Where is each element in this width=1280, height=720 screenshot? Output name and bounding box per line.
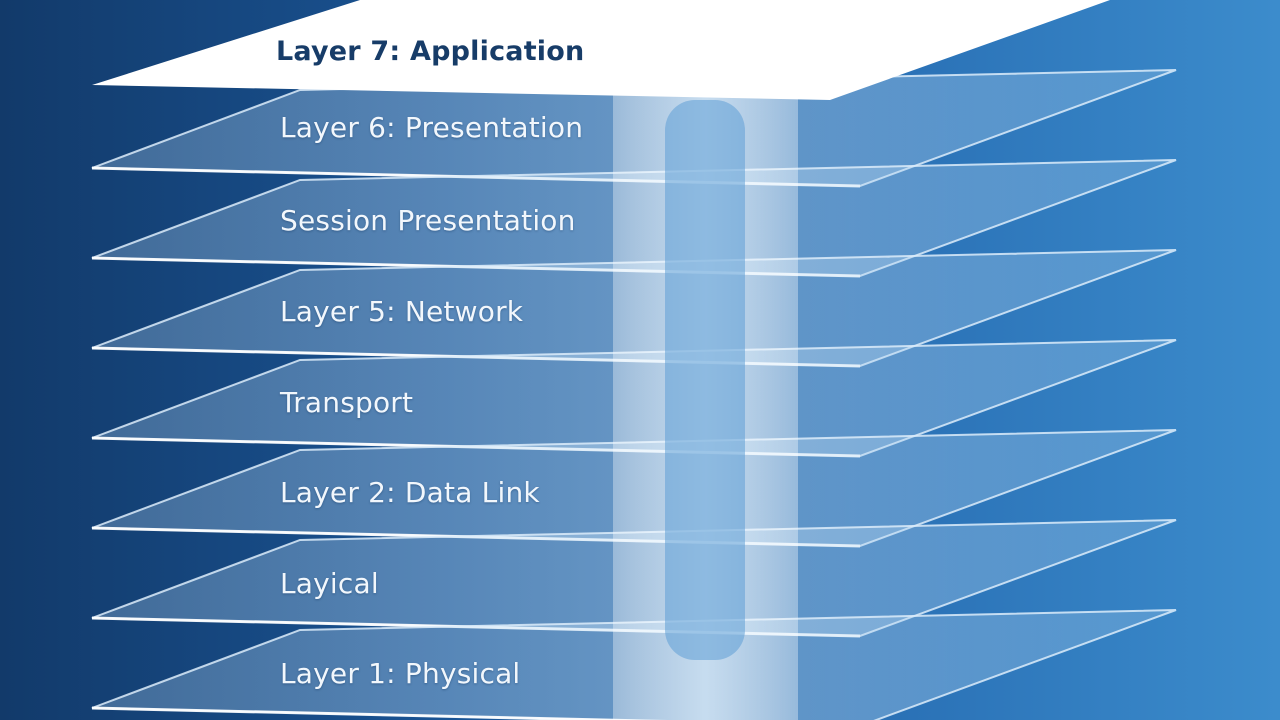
layer-label-transport: Transport [280, 386, 414, 419]
beam-core [665, 100, 745, 660]
layer-label-6: Layer 6: Presentation [280, 111, 584, 144]
layer-label-1: Layer 1: Physical [280, 657, 521, 690]
layer-label-layical: Layical [280, 567, 379, 600]
layer-plane-edge-7 [91, 706, 669, 720]
layer-label-5: Layer 5: Network [280, 295, 524, 328]
layer-label-session: Session Presentation [280, 204, 576, 237]
layer-label-7: Layer 7: Application [276, 36, 585, 67]
top-plane-application [92, 0, 1110, 100]
layer-label-2: Layer 2: Data Link [280, 476, 540, 509]
